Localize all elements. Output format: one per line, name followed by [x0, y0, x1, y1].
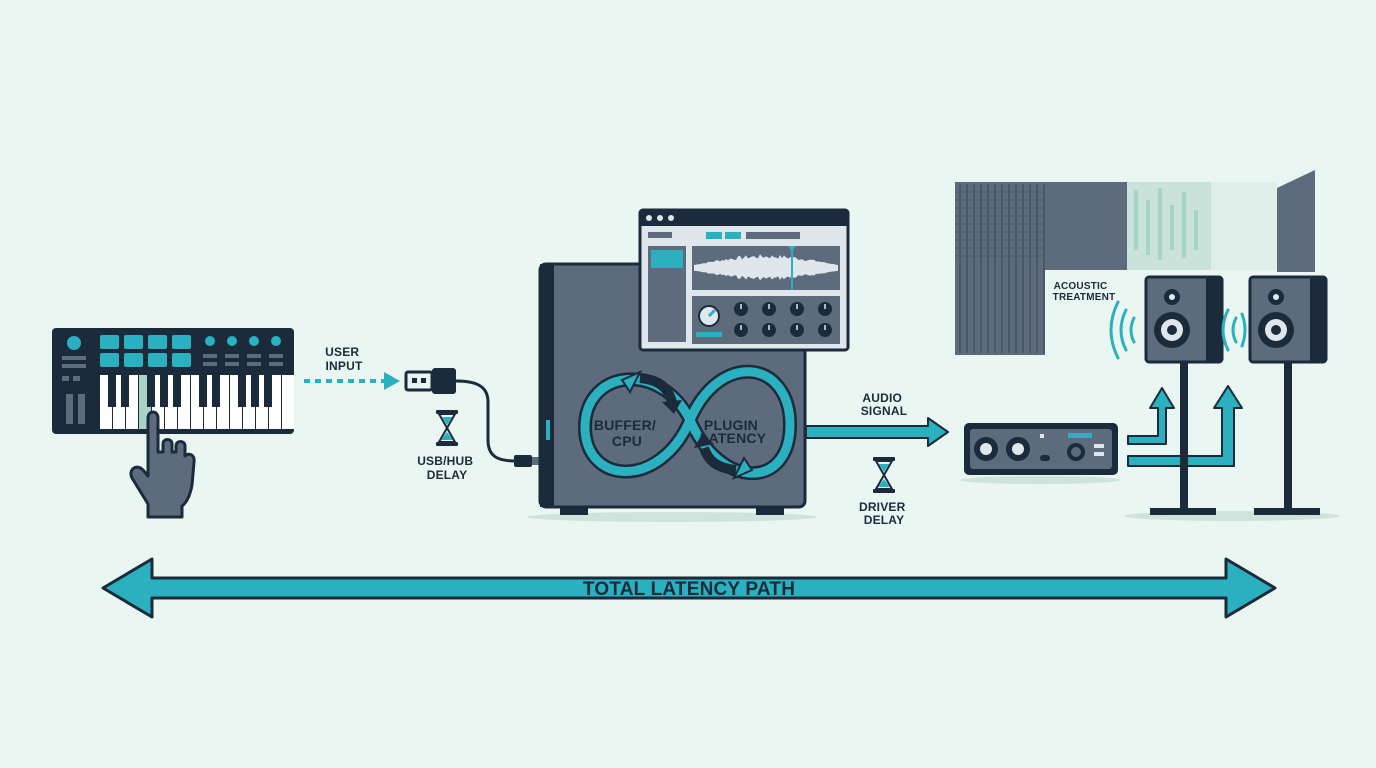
black-key [147, 375, 155, 407]
black-key [160, 375, 168, 407]
total-latency-path-label: TOTAL LATENCY PATH [583, 579, 795, 600]
usb-plug-icon [404, 368, 542, 467]
user-input-label: USER INPUT [325, 345, 363, 373]
studio-monitor-icon [1109, 275, 1340, 521]
black-key [199, 375, 207, 407]
waveform [694, 254, 838, 281]
black-key [173, 375, 181, 407]
user-input-arrow [304, 372, 400, 390]
black-key [251, 375, 259, 407]
audio-signal-label: AUDIO SIGNAL [861, 391, 908, 418]
black-key [121, 375, 129, 407]
daw-window-icon [638, 208, 850, 352]
total-latency-path-arrow [101, 557, 1277, 619]
hand-icon [129, 410, 196, 519]
black-key [264, 375, 272, 407]
buffer-cpu-label: BUFFER/ CPU [594, 417, 660, 449]
driver-delay-label: DRIVER DELAY [859, 500, 909, 527]
audio-signal-arrow [805, 417, 949, 447]
white-key [282, 375, 294, 429]
black-key [108, 375, 116, 407]
hourglass-icon [436, 410, 458, 446]
acoustic-treatment-label: ACOUSTIC TREATMENT [1053, 281, 1116, 303]
hourglass-icon [873, 457, 895, 493]
keyboard-keys [100, 375, 294, 429]
midi-keyboard-icon [52, 328, 294, 434]
latency-loop-icon [577, 364, 798, 481]
usb-hub-delay-label: USB/HUB DELAY [417, 454, 477, 482]
black-key [212, 375, 220, 407]
acoustic-panel-icon [955, 170, 1315, 355]
plugin-latency-label: PLUGIN LATENCY [700, 417, 767, 446]
audio-interface-icon [960, 423, 1120, 484]
daw-knobs [734, 302, 832, 337]
black-key [238, 375, 246, 407]
